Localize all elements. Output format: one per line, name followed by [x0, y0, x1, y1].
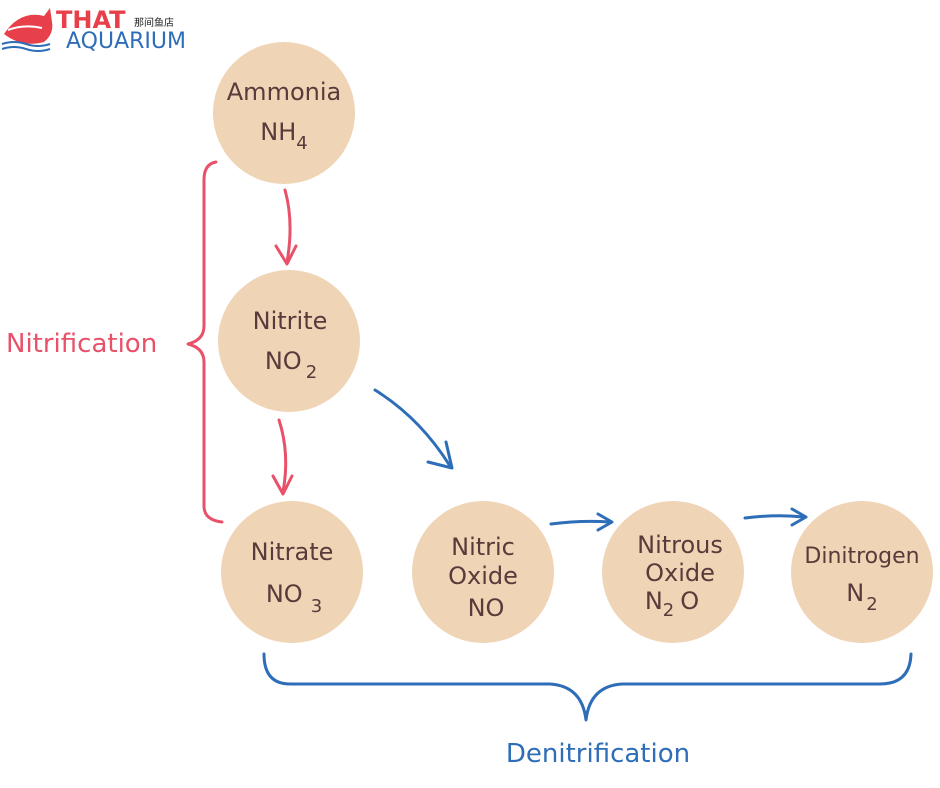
- node-ammonia-circle: [213, 42, 355, 184]
- arrow-nitrite-to-nitric-oxide: [373, 388, 454, 470]
- node-nitric-oxide-circle: [412, 501, 554, 643]
- node-nitrite-name: Nitrite: [253, 307, 328, 335]
- arrow-nitrite-to-nitrate: [271, 418, 294, 496]
- node-ammonia-formula: NH4: [260, 118, 307, 154]
- nitrification-brace: [186, 160, 224, 524]
- logo-that: THAT: [56, 6, 126, 34]
- node-ammonia: Ammonia NH4: [213, 42, 355, 184]
- node-nitric-oxide-name1: Nitric: [451, 533, 515, 561]
- denitrification-brace: [262, 652, 913, 722]
- node-nitric-oxide-name2: Oxide: [448, 562, 518, 590]
- node-nitrous-oxide-circle: [602, 501, 744, 643]
- node-nitrous-oxide-name2: Oxide: [645, 559, 715, 587]
- node-nitric-oxide: Nitric Oxide NO: [412, 501, 554, 643]
- arrow-nitrous-to-dinitrogen: [743, 507, 808, 527]
- arrow-nitric-to-nitrous-oxide: [549, 512, 614, 532]
- node-nitrite-circle: [218, 270, 360, 412]
- arrow-ammonia-to-nitrite: [274, 188, 298, 266]
- fish-icon: [1, 8, 53, 52]
- node-nitrate-name: Nitrate: [251, 538, 334, 566]
- nitrification-label: Nitrification: [6, 329, 157, 359]
- node-nitric-oxide-formula: NO: [468, 594, 505, 622]
- logo: THAT AQUARIUM 那间鱼店: [1, 6, 186, 54]
- node-nitrous-oxide-name1: Nitrous: [637, 531, 723, 559]
- node-nitrate-circle: [221, 501, 363, 643]
- denitrification-label: Denitrification: [506, 739, 690, 769]
- node-dinitrogen-circle: [791, 501, 933, 643]
- logo-chinese: 那间鱼店: [134, 16, 174, 29]
- node-dinitrogen-name: Dinitrogen: [804, 544, 919, 569]
- logo-aquarium: AQUARIUM: [66, 29, 186, 54]
- node-ammonia-name: Ammonia: [227, 78, 341, 106]
